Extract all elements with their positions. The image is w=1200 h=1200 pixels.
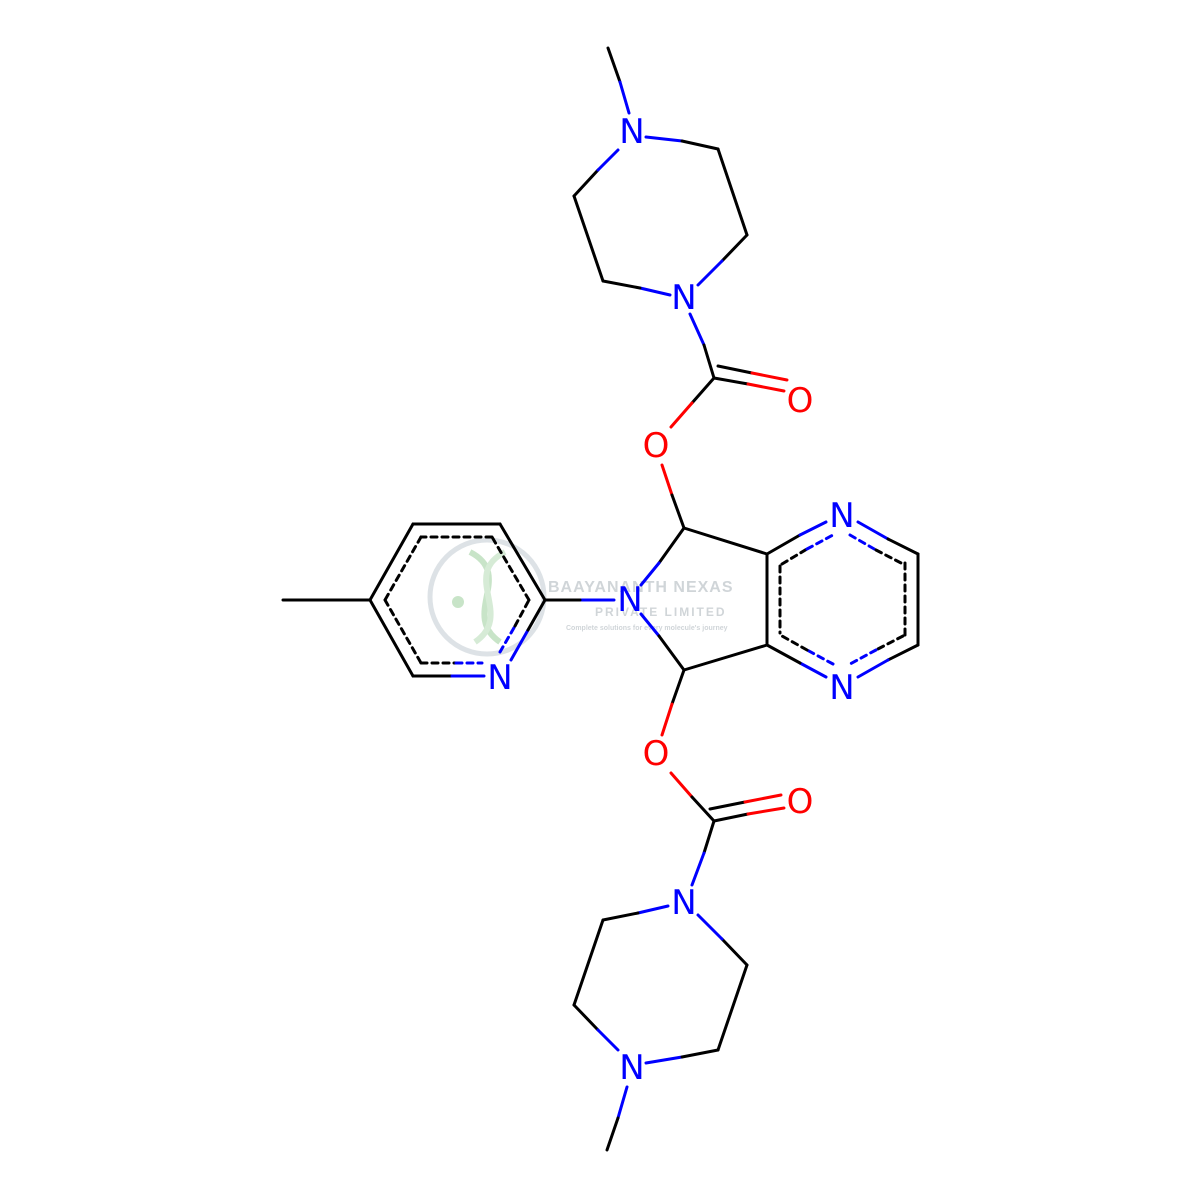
watermark-subtitle: PRIVATE LIMITED [595, 605, 727, 619]
atom-o-top-ester: O [643, 426, 670, 466]
atom-n-bottom-carbonyl: N [671, 883, 696, 923]
atom-n-pyridine: N [487, 658, 512, 698]
atom-n-top-methyl: N [619, 112, 644, 152]
atom-n-top-carbonyl: N [671, 278, 696, 318]
watermark: BAAYANANTH NEXAS PRIVATE LIMITED Complet… [427, 537, 734, 657]
atom-n-bottom-methyl: N [619, 1048, 644, 1088]
atom-n-pyrazine-bottom: N [829, 668, 854, 708]
atom-o-bottom-ester: O [643, 734, 670, 774]
atom-n-pyrazine-top: N [829, 496, 854, 536]
atom-o-top-carbonyl: O [787, 381, 814, 421]
watermark-tagline: Complete solutions for every molecule's … [566, 625, 728, 632]
bonds [281, 46, 920, 1152]
watermark-title: BAAYANANTH NEXAS [548, 579, 734, 596]
atom-o-bottom-carbonyl: O [787, 782, 814, 822]
atom-labels: N N O O N N N N O O N N [487, 112, 854, 1088]
atom-n-pyrrole: N [617, 580, 642, 620]
